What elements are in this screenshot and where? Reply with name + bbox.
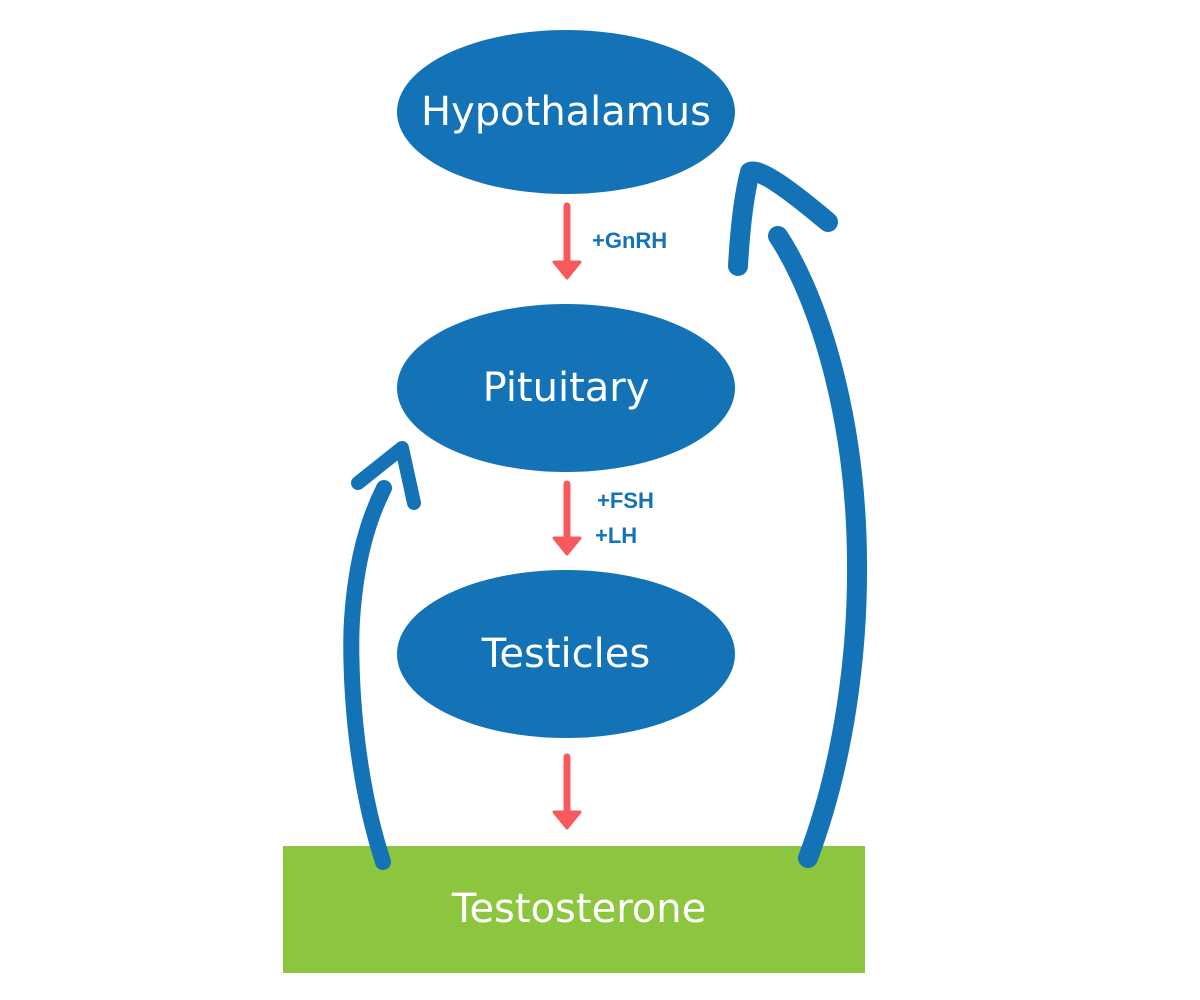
testicles-label: Testicles bbox=[481, 631, 650, 677]
feedback-arrow-to-hypothalamus bbox=[728, 161, 868, 868]
feedback-curve-right bbox=[768, 226, 868, 868]
arrow-pituitary-to-testicles bbox=[552, 480, 582, 556]
testicles-node: Testicles bbox=[397, 570, 735, 738]
pituitary-node: Pituitary bbox=[397, 304, 735, 472]
testicles-ellipse bbox=[397, 570, 735, 738]
hypothalamus-label: Hypothalamus bbox=[421, 89, 711, 135]
arrow-testicles-to-testosterone bbox=[552, 753, 582, 830]
lh-label: +LH bbox=[595, 523, 637, 548]
feedback-curve-left bbox=[343, 480, 392, 870]
pituitary-ellipse bbox=[397, 304, 735, 472]
arrow-hypothalamus-to-pituitary bbox=[552, 202, 582, 280]
gnrh-label: +GnRH bbox=[592, 228, 667, 253]
fsh-label: +FSH bbox=[597, 488, 654, 513]
feedback-arrow-to-pituitary bbox=[343, 441, 421, 870]
feedback-arrowhead-left bbox=[351, 441, 421, 510]
hypothalamus-node: Hypothalamus bbox=[397, 30, 735, 194]
pituitary-label: Pituitary bbox=[483, 365, 650, 411]
testosterone-label: Testosterone bbox=[451, 886, 706, 932]
testosterone-node: Testosterone bbox=[283, 846, 865, 973]
feedback-arrowhead-right bbox=[728, 161, 838, 276]
hypothalamus-ellipse bbox=[397, 30, 735, 194]
